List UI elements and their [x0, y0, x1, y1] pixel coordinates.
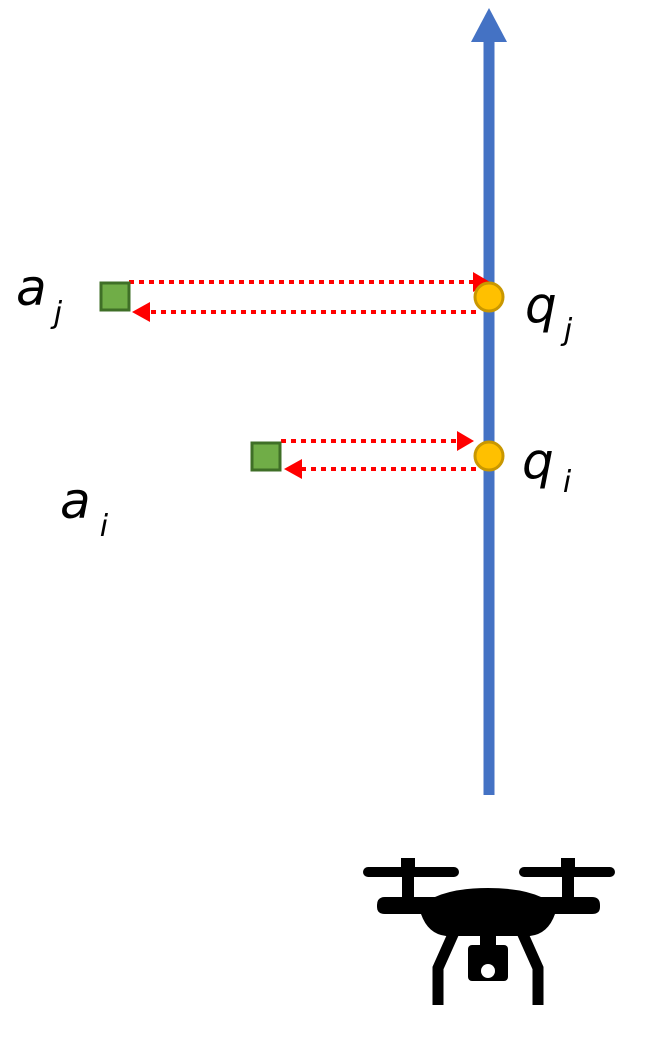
label-q-i: q i — [522, 432, 572, 500]
drone-camera-lens — [481, 964, 495, 978]
query-point-j — [473, 281, 505, 313]
return-arrowhead-i — [284, 459, 302, 479]
signal-arrows-i — [281, 431, 476, 479]
drone-camera-mount — [480, 934, 496, 946]
label-q-i-base: q — [522, 432, 554, 490]
drone-right-post — [562, 875, 574, 897]
outgoing-arrowhead-i — [457, 431, 474, 451]
drone-left-leg — [432, 927, 461, 1005]
drone-left-hub — [401, 858, 415, 874]
drone-icon — [363, 858, 615, 1005]
drone-camera — [468, 945, 508, 981]
drone-body — [377, 888, 600, 936]
label-a-i: a i — [60, 472, 109, 544]
label-a-i-base: a — [60, 472, 91, 530]
drone-right-leg — [515, 927, 544, 1005]
label-a-j-base: a — [16, 259, 47, 317]
flight-path-arrowhead — [471, 8, 507, 42]
signal-arrows-j — [129, 272, 490, 322]
return-arrowhead-j — [132, 302, 150, 322]
anchor-marker-i — [250, 441, 282, 472]
query-point-i — [473, 440, 505, 472]
label-q-j-base: q — [525, 276, 557, 334]
drone-left-post — [402, 875, 414, 897]
label-q-j: q j — [525, 276, 573, 348]
label-q-i-sub: i — [563, 465, 572, 500]
label-a-i-sub: i — [100, 509, 109, 544]
label-q-j-sub: j — [560, 313, 573, 348]
anchor-marker-j — [99, 281, 131, 312]
label-a-j: a j — [16, 259, 63, 331]
label-a-j-sub: j — [50, 296, 63, 331]
flight-path-axis — [471, 8, 507, 795]
drone-right-hub — [561, 858, 575, 874]
